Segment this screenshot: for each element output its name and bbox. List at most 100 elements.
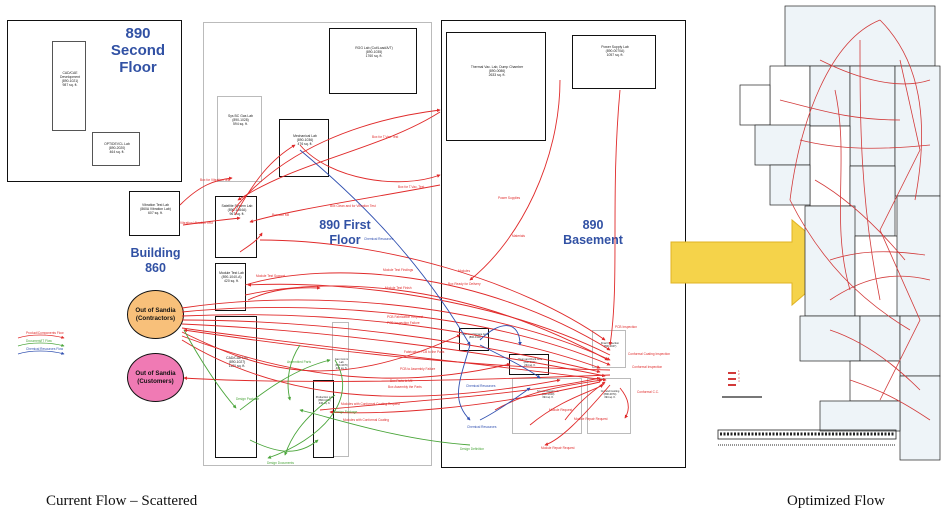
opt-small-label: 1 2 3 4 xyxy=(738,369,740,384)
flow-label: Assembled Parts xyxy=(287,360,312,364)
opt-room-b1 xyxy=(754,124,811,166)
flow-red-17 xyxy=(181,319,601,374)
flow-label: Modules xyxy=(458,269,471,273)
flow-green-2 xyxy=(239,358,331,411)
flow-label: Design Documents xyxy=(267,461,294,465)
opt-room-d3 xyxy=(899,315,941,377)
flow-label: Module Repair Request xyxy=(541,446,575,450)
flow-label: Module Test Finish xyxy=(385,286,412,290)
room-sys-bc-label: Sys BC Gas Lab (890-1028) 594 sq. ft. xyxy=(227,114,254,126)
opt-room-e2 xyxy=(899,375,941,461)
flow-red-8 xyxy=(259,239,606,341)
opt-room-a1 xyxy=(769,65,811,127)
flow-label: Fabrication PCB to the Parts xyxy=(404,350,445,354)
flow-red-6 xyxy=(249,184,441,223)
flow-label: Box for T.Vac. Test xyxy=(372,135,399,139)
legend-document-flow: Document/IT Flow xyxy=(26,339,52,343)
flow-red-9 xyxy=(469,79,561,281)
flow-label: Module Test Support xyxy=(256,274,286,278)
room-optic-label: OPTIDEVCL Lab (890-2020) 464 sq. ft. xyxy=(104,142,130,154)
room-thermal-vac-lab: Thermal Vac. Lab, Dump Chamber (890-0086… xyxy=(446,32,546,141)
flow-label: Chemical Resources xyxy=(467,425,497,429)
flow-red-5 xyxy=(299,144,441,183)
flow-legend xyxy=(17,334,65,355)
flow-label: Box Ready for Delivery xyxy=(448,282,481,286)
flow-red-7 xyxy=(182,216,241,226)
legend-product-flow: Product/Components Flow xyxy=(26,331,64,335)
flow-label: PCB Inspection xyxy=(615,325,637,329)
room-clean-dock-area: Clean and Dock Area (890-0021) 234 sq. f… xyxy=(509,354,549,375)
opt-scale-bar xyxy=(717,429,897,446)
second-floor-title: 890 Second Floor xyxy=(110,25,166,76)
flow-label: Vibration Vibration Test xyxy=(180,221,213,225)
flow-green-3 xyxy=(249,439,319,452)
flow-red-28 xyxy=(529,384,604,426)
room-thermal-label: Thermal Vac. Lab, Dump Chamber (890-0086… xyxy=(470,65,524,77)
flow-red-33 xyxy=(239,232,263,253)
first-floor-title: 890 First Floor xyxy=(319,218,371,247)
flow-label: Modules with Conformal Coating xyxy=(343,418,390,422)
room-sys-bc-gas-lab: Sys BC Gas Lab (890-1028) 594 sq. ft. xyxy=(217,96,262,182)
room-rgg-lab: RGG Lab (Cut/Load/A/T) (890-1035) 1760 s… xyxy=(329,28,417,94)
flow-red-25 xyxy=(319,376,601,411)
opt-flow-lines xyxy=(779,19,931,421)
flow-label: Module Request xyxy=(549,408,573,412)
flow-label: Conformal Inspection xyxy=(632,365,663,369)
room-inspection-label: Final Inspection (890-0047) xyxy=(600,342,620,348)
document-flow-lines xyxy=(183,329,471,459)
flow-label: Design Definition xyxy=(460,447,485,451)
flow-green-1 xyxy=(183,329,237,409)
flow-label: Materials xyxy=(512,234,525,238)
flow-blue-5 xyxy=(479,387,531,421)
flow-blue-4 xyxy=(479,325,522,346)
room-rgg-label: RGG Lab (Cut/Load/A/T) (890-1035) 1760 s… xyxy=(355,46,393,58)
opt-room-c3 xyxy=(896,195,941,317)
flow-label: Modules with Conformal Coating Request xyxy=(341,402,400,406)
room-cad-label: CAD/CAE Development (890-1021) 987 sq. f… xyxy=(60,71,80,87)
flow-red-29 xyxy=(544,384,611,446)
flow-blue-3 xyxy=(479,344,541,379)
opt-room-a3 xyxy=(849,65,896,167)
room-cut-and-cooling: Cut and Cooling (890-0074) 394 sq. ft. xyxy=(587,378,631,434)
flow-red-2 xyxy=(237,111,441,201)
flow-red-10 xyxy=(608,89,621,346)
room-clean-label: Clean and Dock Area (890-0021) 234 sq. f… xyxy=(517,358,543,367)
basement-title: 890 Basement xyxy=(563,218,623,247)
flow-red-18 xyxy=(181,323,606,378)
building-860-room: Vibration Test Lab (860A Vibration Lab) … xyxy=(129,191,180,236)
room-module-test-lab: Module Test Lab (890-1040-A) 420 sq. ft. xyxy=(215,263,246,311)
room-satellite-system-lab: Satellite System Lab (890-1064A) 967 sq.… xyxy=(215,196,257,258)
flow-label: Conformal Coating Inspection xyxy=(628,352,670,356)
flow-red-27 xyxy=(564,381,606,421)
room-mech-label: Mechanical Lab (890-1036) 476 sq. ft. xyxy=(293,134,317,146)
room-power-label: Power Supply Lab (890-0070A) 1057 sq. ft… xyxy=(601,45,629,57)
flow-red-23 xyxy=(181,335,511,379)
flow-label: Design Package xyxy=(236,397,260,401)
opt-room-b2 xyxy=(809,125,851,207)
flow-green-5 xyxy=(284,394,336,456)
opt-room-d2 xyxy=(859,315,901,362)
flow-label: Box Clean and for Vibration Test xyxy=(330,204,376,208)
building-860-title: Building 860 xyxy=(130,246,181,275)
flow-red-26 xyxy=(329,381,601,414)
first-floor-outline xyxy=(203,22,432,466)
flow-label: Chemical Resources xyxy=(364,237,394,241)
flow-green-7 xyxy=(287,344,301,401)
flow-red-13 xyxy=(247,283,611,356)
flow-label: Module Test Findings xyxy=(383,268,414,272)
room-cut-cool-label: Cut and Cooling (890-0074) 394 sq. ft. xyxy=(600,390,620,399)
building-860-room-label: Vibration Test Lab (860A Vibration Lab) … xyxy=(140,203,171,215)
flow-red-3 xyxy=(179,176,233,206)
opt-small-legend xyxy=(722,372,762,398)
room-optic-lab: OPTIDEVCL Lab (890-2020) 464 sq. ft. xyxy=(92,132,140,166)
flow-red-4 xyxy=(234,144,296,216)
opt-room-left1 xyxy=(739,84,771,126)
flow-label: Box for T.Vac. Test xyxy=(398,185,425,189)
opt-room-e1 xyxy=(849,360,901,402)
flow-green-4 xyxy=(267,359,344,459)
second-floor-block: CAD/CAE Development (890-1021) 987 sq. f… xyxy=(7,20,182,182)
room-cad-development: CAD/CAE Development (890-1021) 987 sq. f… xyxy=(52,41,86,131)
flow-label: Box Parts to Mil xyxy=(390,379,413,383)
flow-red-14 xyxy=(181,299,611,361)
